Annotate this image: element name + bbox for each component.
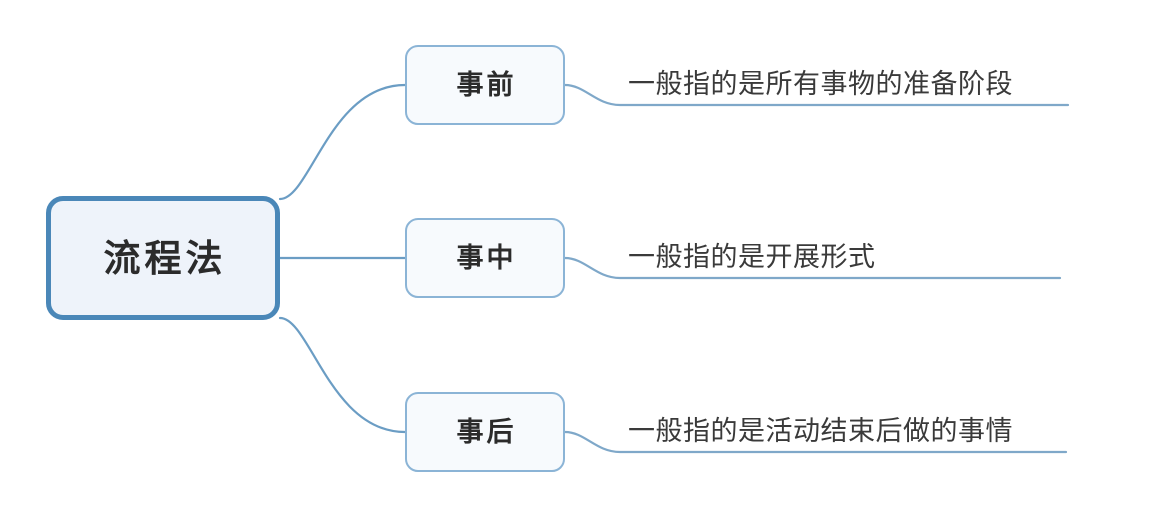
connector-branch-0-to-leaf [563,83,1070,107]
connector-branch-2-to-leaf [563,430,1068,454]
branch-node-1[interactable]: 事中 [405,218,565,298]
branch-node-label: 事中 [456,242,517,273]
root-node[interactable]: 流程法 [46,196,280,320]
connector-branch-1-to-leaf [563,256,1062,280]
leaf-description-2: 一般指的是活动结束后做的事情 [628,416,1013,446]
branch-node-label: 事前 [456,69,517,100]
connector-root-to-branch-2 [278,316,407,434]
root-node-label: 流程法 [103,237,227,279]
branch-node-2[interactable]: 事后 [405,392,565,472]
branch-node-0[interactable]: 事前 [405,45,565,125]
branch-node-label: 事后 [456,416,517,447]
leaf-description-1: 一般指的是开展形式 [628,242,876,272]
leaf-description-0: 一般指的是所有事物的准备阶段 [628,69,1013,99]
connector-root-to-branch-0 [278,83,407,201]
